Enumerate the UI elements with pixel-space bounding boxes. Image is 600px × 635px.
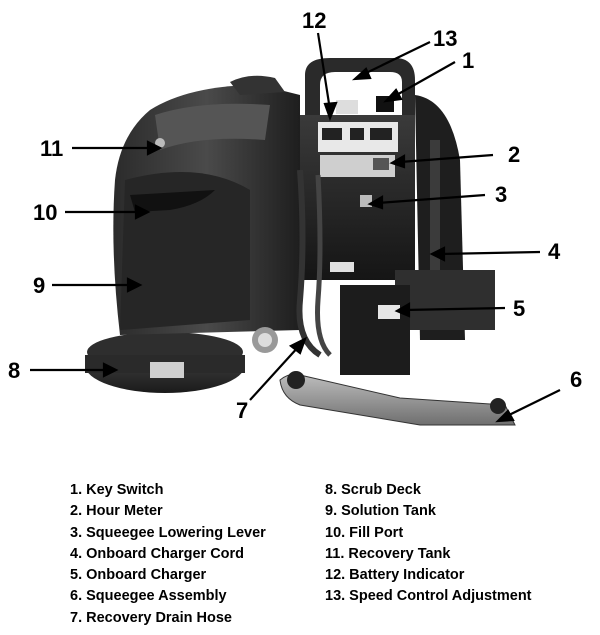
squeegee-illustration [279, 371, 516, 426]
callout-13: 13 [433, 26, 457, 51]
callout-6: 6 [570, 367, 582, 392]
callout-12: 12 [302, 8, 326, 33]
legend-item: 1. Key Switch [70, 482, 164, 498]
legend-item: 11. Recovery Tank [325, 545, 451, 562]
legend-left-column: 1. Key Switch 2. Hour Meter 3. Squeegee … [70, 480, 266, 629]
legend-item: 7. Recovery Drain Hose [70, 609, 232, 626]
legend-item: 9. Solution Tank [325, 503, 436, 520]
callout-1: 1 [462, 48, 474, 73]
legend-item: 8. Scrub Deck [325, 482, 421, 498]
leader-arrows [30, 32, 561, 423]
control-column-illustration [296, 58, 495, 375]
legend-item: 6. Squeegee Assembly [70, 588, 227, 605]
callout-2: 2 [508, 142, 520, 167]
callout-4: 4 [548, 239, 561, 264]
callout-11: 11 [40, 136, 63, 161]
legend-item: 4. Onboard Charger Cord [70, 545, 245, 562]
legend-right-column: 8. Scrub Deck 9. Solution Tank 10. Fill … [325, 480, 532, 608]
callout-5: 5 [513, 296, 525, 321]
legend-item: 12. Battery Indicator [325, 567, 465, 584]
legend-item: 10. Fill Port [325, 524, 404, 541]
legend-item: 13. Speed Control Adjustment [325, 588, 532, 605]
callout-9: 9 [33, 273, 45, 298]
callout-8: 8 [8, 358, 20, 383]
legend-item: 5. Onboard Charger [70, 567, 207, 584]
scrub-deck-illustration [85, 332, 245, 393]
callout-7: 7 [236, 398, 248, 423]
legend-item: 2. Hour Meter [70, 503, 163, 520]
callout-10: 10 [33, 200, 57, 225]
callout-3: 3 [495, 182, 507, 207]
legend-item: 3. Squeegee Lowering Lever [70, 524, 266, 541]
machine-diagram: 12 13 1 2 3 4 5 6 7 8 9 10 11 [8, 8, 582, 426]
